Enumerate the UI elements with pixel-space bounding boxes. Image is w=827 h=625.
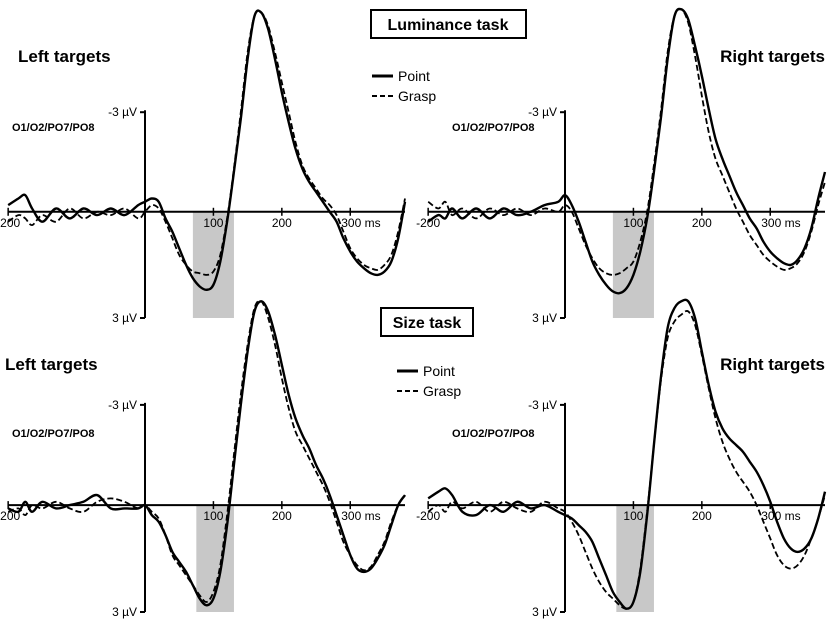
erp-panel-1: -3 µV 3 µV -200 100 200 300 ms Left targetsO1/… [0,9,407,325]
y-tick-label: 3 µV [112,311,137,325]
series-line-point [7,300,407,607]
x-tick-label: 100 [203,509,223,523]
x-tick-label: 300 ms [761,216,800,230]
size-task-title-text: Size task [393,315,462,332]
series-line-grasp [427,310,826,610]
panel-side-title: Right targets [720,355,825,374]
legend-point-label: Point [398,68,430,84]
y-tick-label: 3 µV [112,605,137,619]
x-tick-label: -200 [416,216,440,230]
x-tick-label: 300 ms [341,216,380,230]
y-tick-label: -3 µV [528,105,557,119]
series-line-grasp [7,299,406,603]
luminance-task-title-text: Luminance task [388,17,509,34]
panel-channel-label: O1/O2/PO7/PO8 [452,428,535,440]
panel-channel-label: O1/O2/PO7/PO8 [452,122,535,134]
x-tick-label: 200 [692,509,712,523]
x-tick-label: 300 ms [341,509,380,523]
x-tick-label: 100 [623,509,643,523]
y-tick-label: -3 µV [528,398,557,412]
legend-top: Point Grasp [372,68,436,104]
panel-side-title: Right targets [720,47,825,66]
erp-panel-4: -3 µV 3 µV -200 100 200 300 ms Right targetsO1… [416,298,827,619]
size-task-title-box [380,307,474,337]
x-tick-label: -200 [416,509,440,523]
luminance-task-title-box [370,9,527,39]
luminance-task-title: Luminance task [370,9,527,39]
y-tick-label: 3 µV [532,311,557,325]
x-tick-label: 300 ms [761,509,800,523]
y-tick-label: 3 µV [532,605,557,619]
legend-grasp-label: Grasp [398,88,436,104]
y-tick-label: -3 µV [108,105,137,119]
size-task-title: Size task [380,307,474,337]
x-tick-label: 100 [203,216,223,230]
legend-bottom: Point Grasp [397,363,461,399]
x-tick-label: 200 [692,216,712,230]
x-tick-label: 100 [623,216,643,230]
erp-panel-2: -3 µV 3 µV -200 100 200 300 ms Right targetsO1… [416,7,827,325]
legend-point-label: Point [423,363,455,379]
panel-channel-label: O1/O2/PO7/PO8 [12,122,95,134]
series-line-point [427,7,827,295]
panel-side-title: Left targets [5,355,98,374]
series-line-grasp [427,7,826,276]
y-tick-label: -3 µV [108,398,137,412]
x-tick-label: 200 [272,509,292,523]
legend-grasp-label: Grasp [423,383,461,399]
x-tick-label: -200 [0,216,20,230]
panel-side-title: Left targets [18,47,111,66]
x-tick-label: 200 [272,216,292,230]
shaded-time-window [612,211,654,318]
panel-channel-label: O1/O2/PO7/PO8 [12,428,95,440]
